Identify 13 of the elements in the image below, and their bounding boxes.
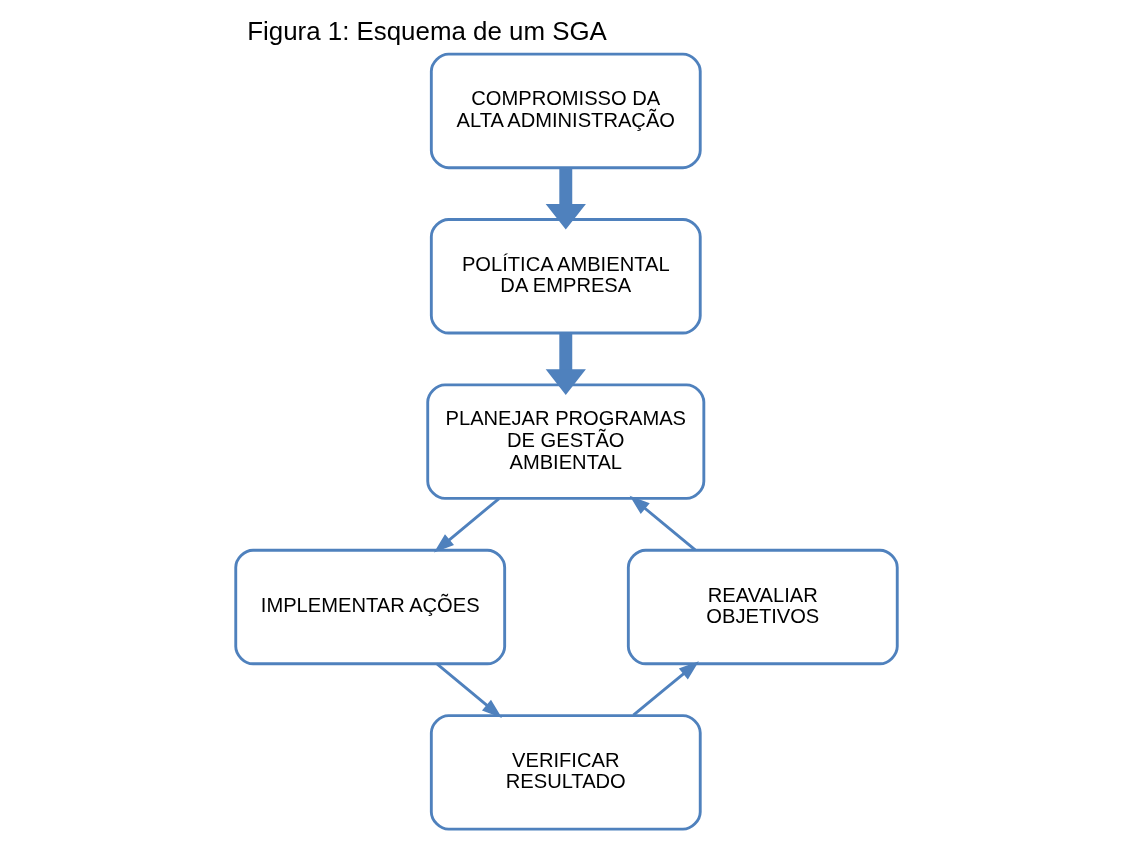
diagram-title: Figura 1: Esquema de um SGA — [246, 17, 607, 46]
arrow — [632, 661, 699, 717]
node-box: POLÍTICA AMBIENTAL DA EMPRESA — [429, 218, 702, 335]
node-box: VERIFICAR RESULTADO — [429, 714, 702, 831]
arrow — [433, 497, 500, 553]
node-box: PLANEJAR PROGRAMAS DE GESTÃO AMBIENTAL — [425, 383, 705, 500]
arrow — [545, 167, 586, 230]
node-box: REAVALIAR OBJETIVOS — [626, 548, 899, 666]
arrow — [545, 333, 586, 395]
node-box: COMPROMISSO DA ALTA ADMINISTRAÇÃO — [429, 52, 702, 170]
arrow — [435, 662, 502, 718]
arrow — [629, 495, 696, 551]
node-box: IMPLEMENTAR AÇÕES — [233, 548, 506, 666]
